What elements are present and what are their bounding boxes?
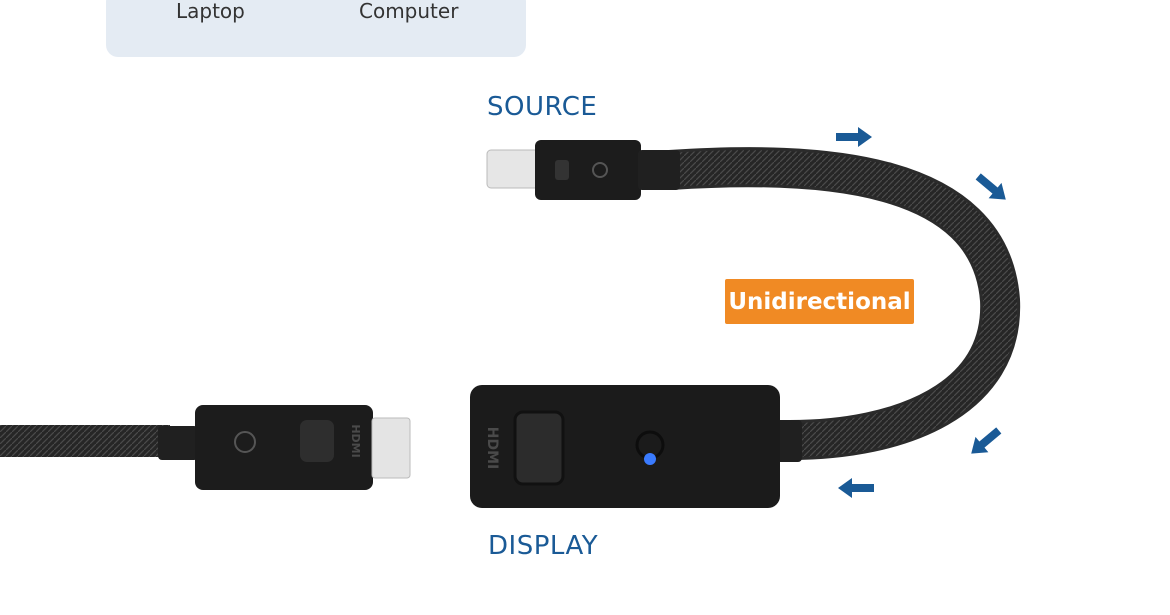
source-label: SOURCE bbox=[487, 92, 598, 122]
plug-hdmi-marking: HDMI bbox=[349, 424, 362, 457]
label-computer: Computer bbox=[359, 0, 459, 23]
device-label-panel: Laptop Computer bbox=[106, 0, 526, 57]
arrow-down-left-icon bbox=[971, 427, 1002, 454]
unidirectional-badge: Unidirectional bbox=[725, 279, 914, 324]
arrow-right-icon bbox=[836, 127, 872, 147]
adapter-hdmi-marking: HDMI bbox=[484, 427, 500, 469]
mini-displayport-connector bbox=[486, 140, 680, 200]
led-indicator bbox=[644, 453, 656, 465]
left-cable bbox=[0, 425, 170, 457]
label-laptop: Laptop bbox=[176, 0, 245, 23]
hdmi-male-connector: HDMI bbox=[158, 405, 411, 490]
display-label: DISPLAY bbox=[488, 531, 599, 561]
arrow-left-icon bbox=[838, 478, 874, 498]
arrow-down-right-icon bbox=[975, 173, 1006, 200]
hdmi-female-adapter: HDMI bbox=[470, 385, 802, 508]
